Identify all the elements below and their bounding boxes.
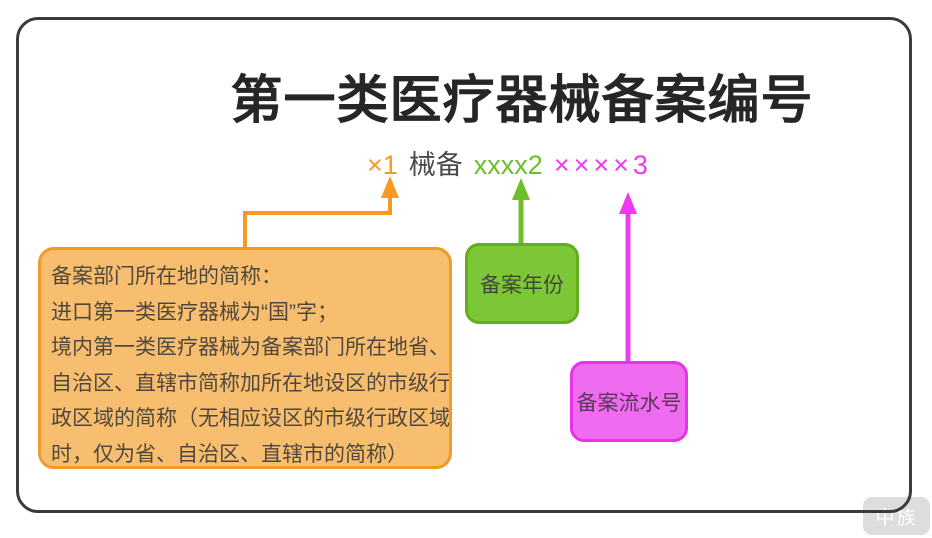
filing-number-formula: ×1 械备 xxxx2 ××××3 xyxy=(367,143,652,182)
serial-number-label-box: 备案流水号 xyxy=(570,361,688,442)
formula-year-code: xxxx2 xyxy=(473,150,543,180)
magenta-up-arrow xyxy=(619,192,637,362)
note-line: 政区域的简称（无相应设区的市级行政区域 xyxy=(51,407,450,430)
region-abbreviation-note-box: 备案部门所在地的简称： 进口第一类医疗器械为“国”字； 境内第一类医疗器械为备案… xyxy=(38,247,452,469)
filing-year-label: 备案年份 xyxy=(480,273,564,297)
formula-serial-code: ××××3 xyxy=(553,150,652,180)
formula-device-word: 械备 xyxy=(408,150,463,180)
note-line: 进口第一类医疗器械为“国”字； xyxy=(51,300,338,324)
filing-year-label-box: 备案年份 xyxy=(465,243,579,324)
orange-elbow-arrow xyxy=(243,176,399,248)
note-line: 自治区、直辖市简称加所在地设区的市级行 xyxy=(51,371,450,395)
watermark-badge: 中族 xyxy=(863,497,930,535)
formula-region-code: ×1 xyxy=(367,150,398,180)
page-title: 第一类医疗器械备案编号 xyxy=(230,72,814,130)
note-line: 境内第一类医疗器械为备案部门所在地省、 xyxy=(51,336,450,359)
serial-number-label: 备案流水号 xyxy=(576,391,682,415)
note-line: 备案部门所在地的简称： xyxy=(51,265,282,288)
note-line: 时，仅为省、自治区、直辖市的简称） xyxy=(51,442,408,466)
green-up-arrow xyxy=(512,178,530,246)
